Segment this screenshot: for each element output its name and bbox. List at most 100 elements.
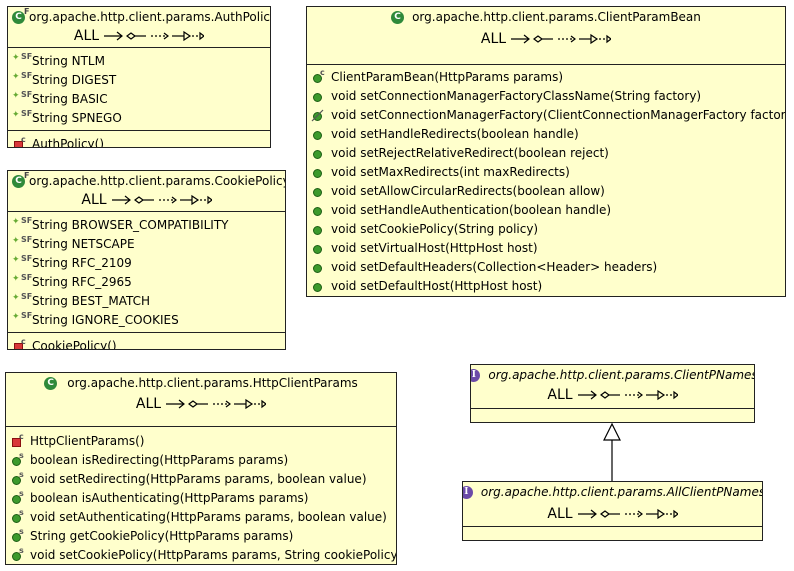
hollow-triangle-arrowhead	[603, 422, 621, 441]
static-final-field-icon: ✦SF	[12, 234, 33, 246]
public-constructor-icon: c	[311, 68, 331, 84]
class-title: org.apache.http.client.params.ClientPara…	[412, 10, 701, 24]
public-method-icon	[311, 146, 331, 160]
filter-all-label: ALL	[81, 192, 107, 208]
public-method-icon	[311, 241, 331, 255]
interface-header: I org.apache.http.client.params.ClientPN…	[471, 365, 754, 409]
method-row[interactable]: void setAllowCircularRedirects(boolean a…	[307, 181, 785, 200]
private-constructor-icon: c	[12, 135, 32, 147]
public-method-icon	[311, 165, 331, 179]
class-header: C org.apache.http.client.params.HttpClie…	[6, 373, 396, 427]
visibility-filter-icons[interactable]	[166, 398, 267, 410]
method-row[interactable]: void setConnectionManagerFactoryClassNam…	[307, 86, 785, 105]
visibility-filter-icons[interactable]	[577, 389, 678, 401]
static-method-icon: s	[10, 527, 30, 543]
class-title: org.apache.http.client.params.AuthPolicy	[29, 10, 271, 24]
static-final-field-icon: ✦SF	[12, 215, 33, 227]
empty-section	[471, 409, 754, 415]
method-row[interactable]: void setDefaultHeaders(Collection<Header…	[307, 257, 785, 276]
final-modifier: F	[24, 6, 30, 16]
method-row[interactable]: void setMaxRedirects(int maxRedirects)	[307, 162, 785, 181]
method-row[interactable]: void setDefaultHost(HttpHost host)	[307, 276, 785, 295]
visibility-filter-icons[interactable]	[104, 30, 205, 42]
visibility-filter-icons[interactable]	[577, 508, 678, 520]
method-row[interactable]: void setHandleRedirects(boolean handle)	[307, 124, 785, 143]
interface-title: org.apache.http.client.params.ClientPNam…	[488, 368, 755, 382]
empty-section	[463, 527, 762, 533]
class-box-http-client-params[interactable]: C org.apache.http.client.params.HttpClie…	[5, 372, 397, 565]
method-row[interactable]: void setConnectionManagerFactory(ClientC…	[307, 105, 785, 124]
interface-box-all-client-pnames[interactable]: I org.apache.http.client.params.AllClien…	[462, 481, 763, 541]
method-row[interactable]: void setHandleAuthentication(boolean han…	[307, 200, 785, 219]
static-final-field-icon: ✦SF	[12, 291, 33, 303]
deprecated-method-icon	[311, 108, 331, 122]
static-final-field-icon: ✦SF	[12, 70, 33, 82]
final-modifier: F	[24, 170, 30, 180]
public-method-icon	[311, 222, 331, 236]
static-method-icon: s	[10, 508, 30, 524]
class-header: C org.apache.http.client.params.ClientPa…	[307, 7, 785, 65]
filter-all-label: ALL	[547, 387, 573, 403]
static-method-icon: s	[10, 546, 30, 562]
class-title: org.apache.http.client.params.CookiePoli…	[29, 174, 286, 188]
class-icon: C	[44, 376, 58, 390]
class-title: org.apache.http.client.params.HttpClient…	[67, 376, 358, 390]
class-box-client-param-bean[interactable]: C org.apache.http.client.params.ClientPa…	[306, 6, 786, 297]
private-constructor-icon: c	[12, 337, 32, 349]
visibility-filter-icons[interactable]	[511, 33, 612, 45]
public-method-icon	[311, 279, 331, 293]
static-final-field-icon: ✦SF	[12, 108, 33, 120]
static-final-field-icon: ✦SF	[12, 253, 33, 265]
static-method-icon: s	[10, 451, 30, 467]
static-final-field-icon: ✦SF	[12, 272, 33, 284]
private-constructor-icon: c	[10, 432, 30, 448]
method-row[interactable]: void setRejectRelativeRedirect(boolean r…	[307, 143, 785, 162]
method-row[interactable]: void setVirtualHost(HttpHost host)	[307, 238, 785, 257]
filter-all-label: ALL	[135, 396, 162, 412]
public-method-icon	[311, 89, 331, 103]
interface-box-client-pnames[interactable]: I org.apache.http.client.params.ClientPN…	[470, 364, 755, 423]
static-method-icon: s	[10, 489, 30, 505]
static-final-field-icon: ✦SF	[12, 310, 33, 322]
interface-header: I org.apache.http.client.params.AllClien…	[463, 482, 762, 527]
interface-icon: I	[471, 368, 481, 382]
visibility-filter-icons[interactable]	[111, 194, 212, 206]
filter-all-label: ALL	[547, 506, 573, 522]
method-row[interactable]: void setCookiePolicy(String policy)	[307, 219, 785, 238]
static-final-field-icon: ✦SF	[12, 51, 33, 63]
public-method-icon	[311, 127, 331, 141]
interface-icon: I	[463, 485, 473, 499]
interface-title: org.apache.http.client.params.AllClientP…	[480, 485, 763, 499]
